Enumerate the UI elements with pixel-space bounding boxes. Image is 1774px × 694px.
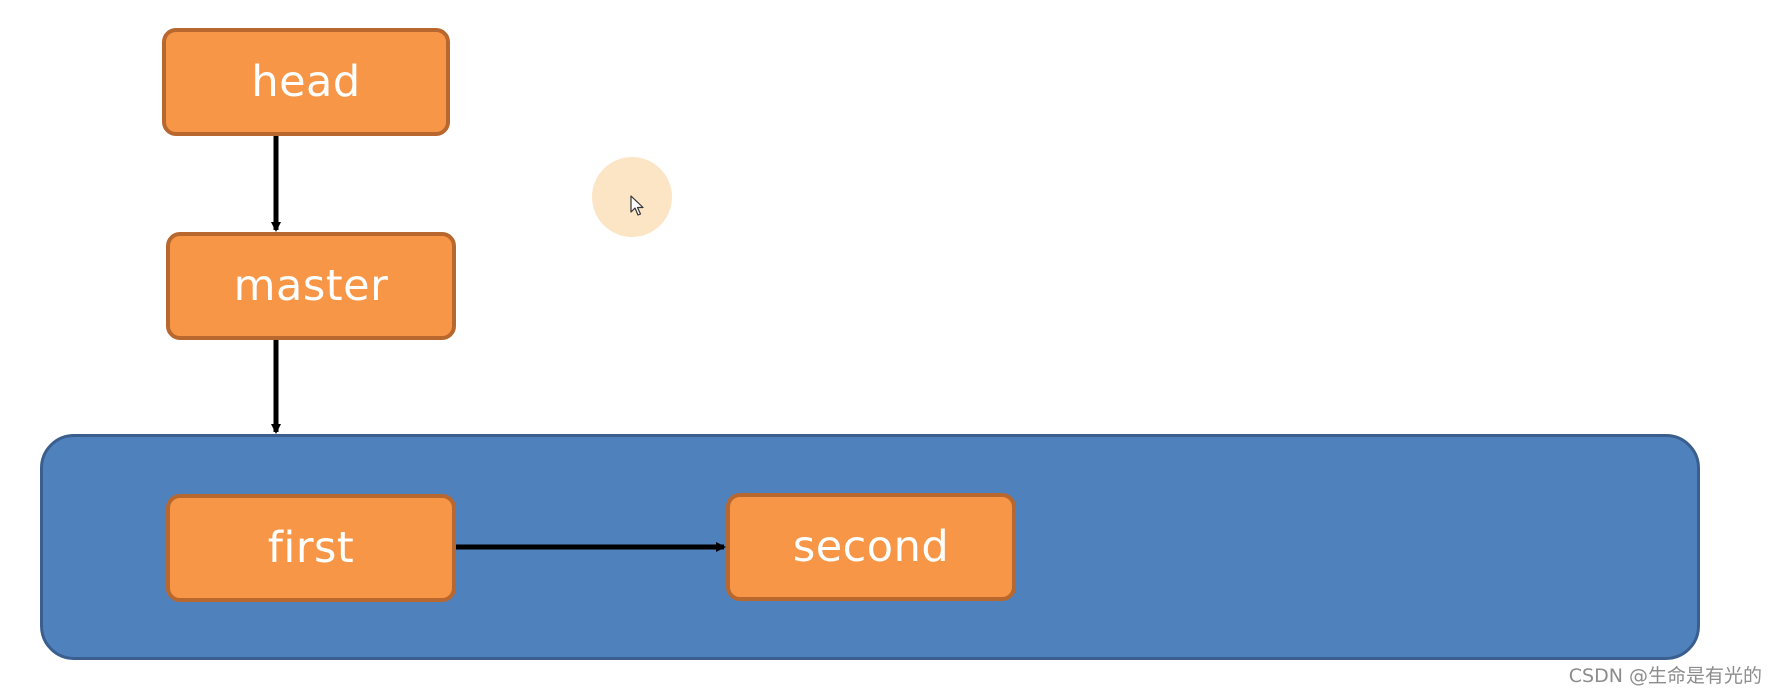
first-commit-node: first [166,494,456,602]
second-commit-node: second [726,493,1016,601]
master-node: master [166,232,456,340]
mouse-pointer-icon [630,195,644,216]
watermark: CSDN @生命是有光的 [1568,665,1762,687]
head-node: head [162,28,450,136]
